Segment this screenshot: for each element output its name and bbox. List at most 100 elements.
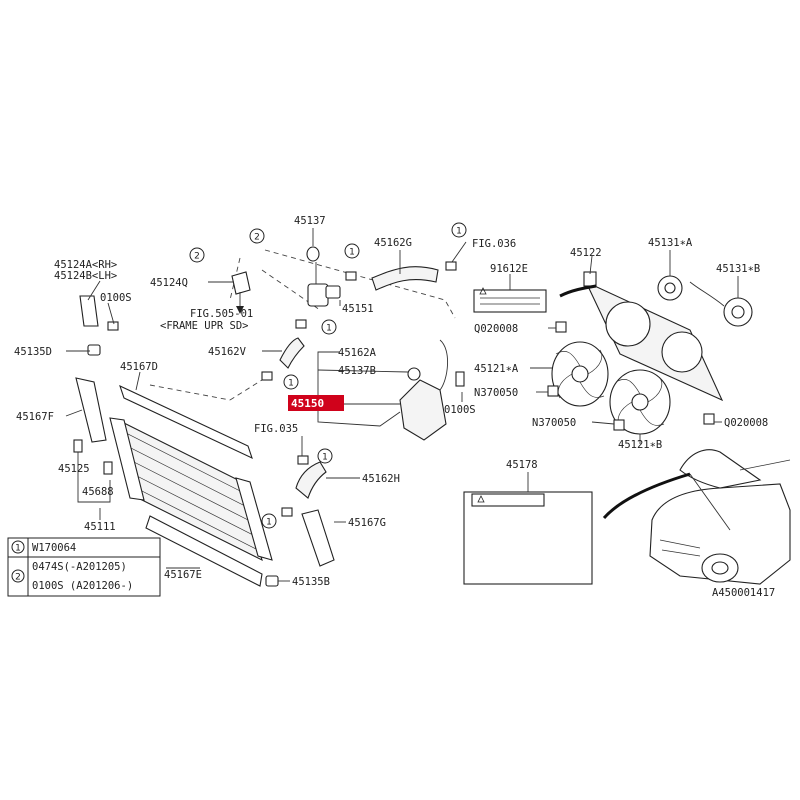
callout-2-b: 2 [249, 228, 265, 244]
label-45162g[interactable]: 45162G [374, 237, 412, 249]
label-fig-036[interactable]: FIG.036 [472, 238, 516, 250]
label-45131b[interactable]: 45131∗B [716, 263, 760, 275]
drain-cock-45688[interactable] [103, 461, 113, 475]
label-45111[interactable]: 45111 [84, 521, 116, 533]
fan-blade-45121a[interactable] [551, 341, 609, 407]
shroud-fasteners[interactable] [547, 321, 715, 431]
label-45121a[interactable]: 45121∗A [474, 363, 519, 375]
svg-text:2: 2 [254, 233, 260, 243]
highlight-45150-box[interactable] [288, 395, 344, 411]
label-45162h[interactable]: 45162H [362, 473, 400, 485]
thermostat-housing-45151[interactable] [307, 283, 341, 307]
diagram-id: A450001417 [712, 587, 775, 599]
label-45162a[interactable]: 45162A [338, 347, 377, 359]
label-45135b[interactable]: 45135B [292, 576, 330, 588]
callout-1-e: 1 [317, 448, 333, 464]
label-45122[interactable]: 45122 [570, 247, 602, 259]
label-45124b[interactable]: 45124B<LH> [54, 270, 117, 282]
radiator-assembly[interactable] [73, 344, 335, 587]
label-45121b[interactable]: 45121∗B [618, 439, 662, 451]
reservoir-tank-45150[interactable] [399, 339, 465, 441]
location-arrow-car [602, 472, 691, 520]
label-45167g[interactable]: 45167G [348, 517, 386, 529]
mount-cushion-45135b[interactable] [265, 575, 279, 587]
callout-1-b: 1 [451, 222, 467, 238]
callout-1-a: 1 [344, 243, 360, 259]
fan-motor-45131b[interactable] [689, 281, 753, 327]
radiator-fins [123, 431, 261, 552]
label-45178[interactable]: 45178 [506, 459, 538, 471]
upper-guide-45167d[interactable] [119, 384, 253, 460]
reservoir-cap-45137b[interactable] [407, 367, 421, 381]
svg-text:1: 1 [266, 518, 272, 528]
label-45137[interactable]: 45137 [294, 215, 326, 227]
clamps[interactable] [261, 261, 457, 517]
label-q020008-top[interactable]: Q020008 [474, 323, 518, 335]
warning-triangle-icon [479, 287, 487, 295]
label-45125[interactable]: 45125 [58, 463, 90, 475]
svg-text:1: 1 [322, 453, 328, 463]
hose-45162g[interactable] [371, 266, 439, 291]
callout-1-f: 1 [261, 513, 277, 529]
leader-lines [65, 228, 739, 582]
label-fig-035[interactable]: FIG.035 [254, 423, 298, 435]
label-45135d[interactable]: 45135D [14, 346, 52, 358]
label-91612e[interactable]: 91612E [490, 263, 528, 275]
svg-text:1: 1 [349, 248, 355, 258]
fan-blade-45121b[interactable] [609, 369, 671, 435]
cap-45137[interactable] [306, 246, 320, 262]
label-q020008-bot[interactable]: Q020008 [724, 417, 768, 429]
bolt-0100s-mid[interactable] [455, 371, 465, 387]
hose-45162h[interactable] [295, 461, 327, 499]
label-n370050-top[interactable]: N370050 [474, 387, 518, 399]
svg-text:1: 1 [326, 324, 332, 334]
label-45167e[interactable]: 45167E [164, 569, 202, 581]
side-bracket-45167f[interactable] [75, 377, 107, 443]
callout-2-a: 2 [189, 247, 205, 263]
callout-1-c: 1 [321, 319, 337, 335]
label-n370050-bot[interactable]: N370050 [532, 417, 576, 429]
label-45167d[interactable]: 45167D [120, 361, 158, 373]
bracket-45124a-b[interactable] [79, 295, 119, 331]
caution-label-45178[interactable] [463, 491, 593, 585]
bolt-0100s-left[interactable] [107, 321, 119, 331]
label-0100s-left[interactable]: 0100S [100, 292, 132, 304]
label-frame-upr-sd: <FRAME UPR SD> [160, 320, 249, 332]
label-sticker-91612e[interactable] [473, 287, 547, 313]
label-45151[interactable]: 45151 [342, 303, 374, 315]
svg-text:1: 1 [288, 379, 294, 389]
label-45137b[interactable]: 45137B [338, 365, 376, 377]
bracket-45124q[interactable] [231, 271, 251, 314]
svg-text:2: 2 [194, 252, 200, 262]
warning-triangle-icon-2 [477, 495, 485, 503]
location-arrow-sticker [559, 284, 597, 298]
label-0100s-mid[interactable]: 0100S [444, 404, 476, 416]
svg-text:0100S (A201206-): 0100S (A201206-) [32, 580, 133, 592]
label-45162v[interactable]: 45162V [208, 346, 247, 358]
label-45167f[interactable]: 45167F [16, 411, 54, 423]
fan-motor-45131a[interactable] [657, 275, 683, 301]
svg-text:W170064: W170064 [32, 542, 76, 554]
lower-guide-45167e[interactable] [145, 515, 263, 587]
label-45124q[interactable]: 45124Q [150, 277, 188, 289]
legend-table: 1 W170064 2 0474S(-A201205) 0100S (A2012… [7, 537, 161, 597]
label-45131a[interactable]: 45131∗A [648, 237, 693, 249]
drain-plug-45125[interactable] [73, 439, 83, 453]
hose-45162v[interactable] [279, 337, 305, 369]
fan-shroud-45122[interactable] [583, 271, 724, 402]
overflow-hose-45162a[interactable] [439, 339, 448, 391]
legend-row-1: 1 W170064 [11, 540, 76, 554]
callout-circles: 2 2 1 1 1 1 1 1 [189, 222, 467, 529]
legend-row-2: 2 0474S(-A201205) 0100S (A201206-) [11, 561, 133, 592]
label-45688[interactable]: 45688 [82, 486, 114, 498]
mount-cushion-45135d[interactable] [87, 344, 101, 356]
label-fig-505-01[interactable]: FIG.505-01 [190, 308, 253, 320]
svg-text:0474S(-A201205): 0474S(-A201205) [32, 561, 127, 573]
side-bracket-45167g[interactable] [301, 509, 335, 567]
svg-text:1: 1 [15, 544, 21, 554]
label-45150[interactable]: 45150 [291, 397, 324, 410]
shroud-mount-icon [583, 271, 597, 287]
svg-text:2: 2 [15, 573, 21, 583]
label-45124a[interactable]: 45124A<RH> [54, 259, 117, 271]
